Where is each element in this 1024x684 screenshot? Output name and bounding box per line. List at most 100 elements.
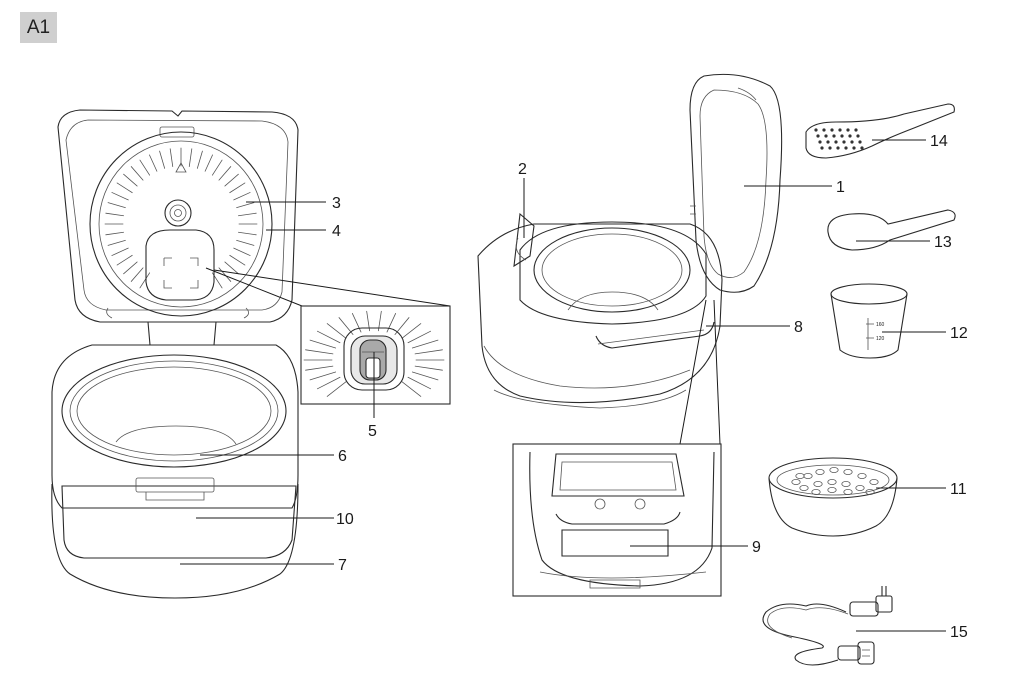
ladle-hole	[846, 128, 850, 132]
inset-slot	[407, 330, 432, 344]
vent-slot	[236, 239, 255, 246]
inset-slot	[401, 323, 422, 339]
valve-detail-inset	[205, 267, 451, 405]
vent-slot	[233, 192, 251, 201]
ladle-hole	[820, 146, 824, 150]
inset-slot	[386, 312, 397, 333]
vent-slot	[236, 202, 255, 209]
vent-slot	[139, 159, 151, 176]
vent-slot	[123, 173, 138, 187]
inset-slot	[414, 365, 443, 371]
vent-slot	[111, 192, 129, 201]
vent-slot	[238, 231, 257, 236]
vent-slot	[116, 254, 133, 266]
accessory-steam-basket-11	[768, 457, 898, 537]
vent-slot	[224, 261, 239, 275]
basket-hole	[869, 478, 879, 485]
ladle-hole	[830, 128, 834, 132]
ladle-hole	[856, 134, 860, 138]
inset-slot	[305, 365, 334, 371]
basket-hole	[857, 472, 867, 479]
ladle-hole	[842, 140, 846, 144]
vent-slot	[229, 254, 246, 266]
callout-15: 15	[950, 624, 968, 641]
basket-hole	[799, 484, 809, 491]
basket-hole	[791, 478, 801, 485]
callout-7: 7	[338, 557, 347, 574]
ladle-hole	[828, 146, 832, 150]
inset-slot	[309, 371, 337, 381]
basket-hole	[795, 472, 805, 479]
inset-slot	[401, 381, 422, 397]
callout-3: 3	[332, 195, 341, 212]
ladle-hole	[816, 134, 820, 138]
vent-slot	[105, 212, 124, 217]
inset-slot	[411, 371, 439, 381]
ladle-hole	[848, 134, 852, 138]
callout-numbers: 1 2 3 4 5 6 7 8 9 10 11 12 13 14 15	[332, 133, 968, 641]
basket-hole	[815, 468, 825, 475]
accessory-spoon-13	[827, 209, 956, 251]
vent-slot	[149, 154, 158, 172]
ladle-hole	[814, 128, 818, 132]
vent-slot	[218, 267, 232, 282]
inset-slot	[326, 323, 347, 339]
callout-6: 6	[338, 448, 347, 465]
vent-slot	[238, 212, 257, 217]
basket-hole	[827, 486, 837, 493]
steam-vent-slots	[104, 147, 258, 289]
basket-hole	[811, 488, 821, 495]
basket-hole	[813, 480, 823, 487]
ladle-hole	[826, 140, 830, 144]
left-cooker-drawing	[51, 109, 299, 599]
callout-13: 13	[934, 234, 952, 251]
bottom-detail-box	[512, 443, 722, 597]
vent-slot	[233, 247, 251, 256]
basket-hole	[829, 466, 839, 473]
basket-hole	[855, 484, 865, 491]
vent-slot	[105, 231, 124, 236]
ladle-hole	[852, 146, 856, 150]
inset-slot	[316, 376, 341, 390]
inset-slot	[411, 339, 439, 349]
ladle-hole	[844, 146, 848, 150]
callout-10: 10	[336, 511, 354, 528]
accessory-cup-12: 160 120	[830, 283, 908, 359]
vent-slot	[196, 150, 203, 169]
vent-slot	[159, 150, 166, 169]
ladle-hole	[850, 140, 854, 144]
callout-4: 4	[332, 223, 341, 240]
callout-5: 5	[368, 423, 377, 440]
inset-slot	[351, 312, 362, 333]
callout-2: 2	[518, 161, 527, 178]
ladle-hole	[818, 140, 822, 144]
basket-hole	[865, 488, 875, 495]
leader-lines	[180, 139, 946, 632]
basket-hole	[843, 488, 853, 495]
accessory-ladle-14	[805, 103, 955, 159]
inset-slot	[305, 349, 334, 355]
vent-slot	[107, 239, 126, 246]
accessory-power-cord-15	[762, 586, 893, 666]
vent-slot	[169, 148, 174, 167]
basket-hole	[843, 468, 853, 475]
ladle-hole	[858, 140, 862, 144]
basket-hole	[841, 480, 851, 487]
vent-slot	[130, 267, 144, 282]
vent-slot	[130, 166, 144, 181]
inset-slot	[407, 376, 432, 390]
cup-mark-120: 120	[876, 336, 885, 342]
vent-slot	[111, 247, 129, 256]
ladle-hole	[838, 128, 842, 132]
vent-slot	[224, 173, 239, 187]
vent-slot	[123, 261, 138, 275]
ladle-hole	[834, 140, 838, 144]
inset-slot	[316, 330, 341, 344]
ladle-hole	[836, 146, 840, 150]
vent-slot	[188, 148, 193, 167]
cup-mark-160: 160	[876, 322, 885, 328]
callout-1: 1	[836, 179, 845, 196]
callout-12: 12	[950, 325, 968, 342]
